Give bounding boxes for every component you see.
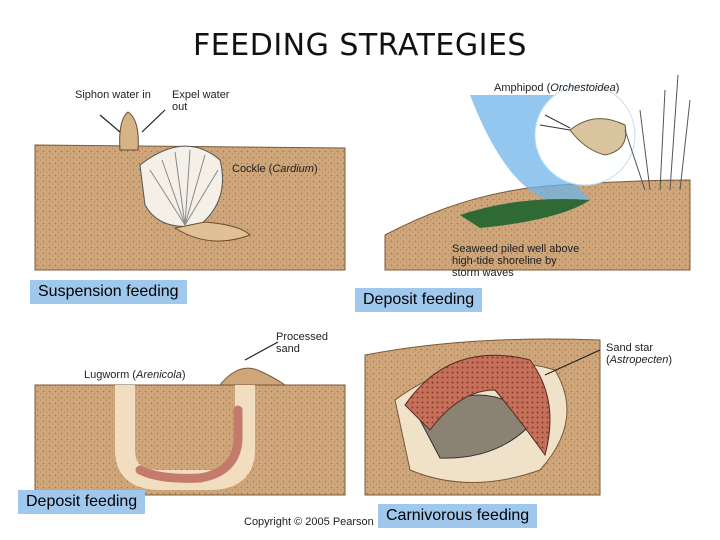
label-siphon-in: Siphon water in xyxy=(75,89,151,101)
amphipod-common-name: Amphipod xyxy=(494,82,544,94)
lugworm-body xyxy=(135,405,243,483)
label-cockle: Cockle (Cardium) xyxy=(232,163,318,175)
caption-suspension-feeding: Suspension feeding xyxy=(30,280,187,304)
lugworm-common-name: Lugworm xyxy=(84,369,130,381)
cockle-genus: Cardium xyxy=(272,163,314,175)
label-amphipod: Amphipod (Orchestoidea) xyxy=(494,82,620,94)
label-expel-out: Expel water out xyxy=(172,89,230,113)
lugworm-panel xyxy=(34,341,346,496)
lugworm-genus: Arenicola xyxy=(135,369,182,381)
sandstar-genus: Astropecten xyxy=(609,354,669,366)
caption-deposit-feeding-1: Deposit feeding xyxy=(355,288,483,312)
caption-deposit-feeding-2: Deposit feeding xyxy=(18,490,146,514)
label-processed-sand: Processed sand xyxy=(276,331,328,355)
label-lugworm: Lugworm (Arenicola) xyxy=(84,369,186,381)
slide-title: FEEDING STRATEGIES xyxy=(193,28,527,63)
amphipod-genus: Orchestoidea xyxy=(550,82,616,94)
label-seaweed-note: Seaweed piled well above high-tide shore… xyxy=(452,243,580,279)
cockle-foot xyxy=(173,221,251,242)
cockle-common-name: Cockle xyxy=(232,163,266,175)
cockle-siphon xyxy=(119,111,139,151)
caption-carnivorous-feeding: Carnivorous feeding xyxy=(378,504,538,528)
amphipod-panel xyxy=(384,74,691,271)
processed-sand-mound xyxy=(218,367,287,386)
seaweed xyxy=(460,199,590,228)
copyright-note: Copyright © 2005 Pearson xyxy=(244,516,374,528)
cockle-panel xyxy=(34,109,346,271)
label-sand-star: Sand star (Astropecten) xyxy=(606,342,673,366)
amphipod-body xyxy=(569,118,627,156)
sandstar-common-name: Sand star xyxy=(606,342,654,354)
sandstar-panel xyxy=(364,338,601,496)
sand-star xyxy=(404,354,551,457)
beach-grass xyxy=(624,74,691,191)
